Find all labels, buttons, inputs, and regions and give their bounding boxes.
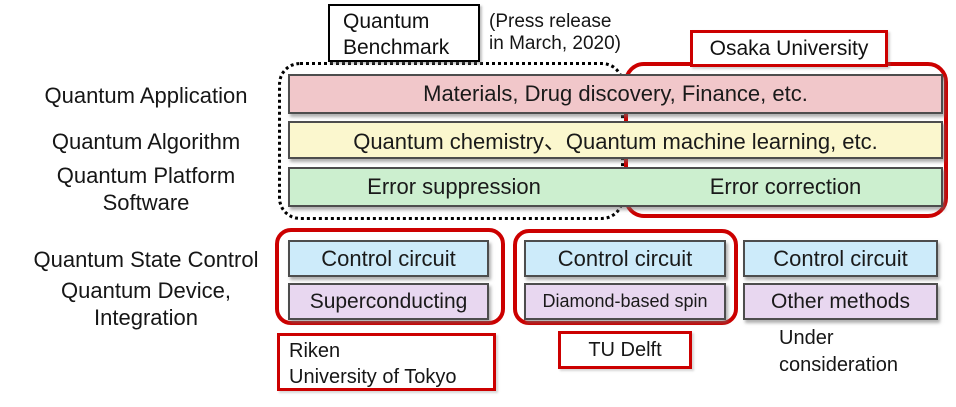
control-circuit-box-2: Control circuit <box>524 240 726 277</box>
error-correction-label: Error correction <box>709 174 862 199</box>
press-release-note: (Press release in March, 2020) <box>489 11 622 54</box>
error-suppression-label: Error suppression <box>367 174 541 199</box>
algorithm-bar: Quantum chemistry、Quantum machine learni… <box>288 121 943 159</box>
diamond-based-spin-box: Diamond-based spin <box>524 283 726 320</box>
diamond-spin-group <box>513 229 738 325</box>
riken-utokyo-caption-box: Riken University of Tokyo <box>277 333 496 391</box>
quantum-benchmark-box: Quantum Benchmark <box>328 4 480 62</box>
other-methods-box: Other methods <box>743 283 938 320</box>
control-circuit-box-3: Control circuit <box>743 240 938 277</box>
osaka-university-label-box: Osaka University <box>690 30 888 67</box>
platform-software-bar: Error suppression Error correction <box>288 167 943 207</box>
layer-label-quantum-state-control: Quantum State Control <box>33 247 259 272</box>
layer-label-quantum-application: Quantum Application <box>44 83 248 108</box>
layer-label-quantum-algorithm: Quantum Algorithm <box>51 129 241 154</box>
control-circuit-box-1: Control circuit <box>288 240 489 277</box>
superconducting-group <box>275 228 505 325</box>
superconducting-box: Superconducting <box>288 283 489 320</box>
layer-label-quantum-platform-software: Quantum Platform Software <box>56 163 236 215</box>
under-consideration-note: Under consideration <box>779 327 898 376</box>
layer-label-quantum-device-integration: Quantum Device, Integration <box>61 278 231 330</box>
tu-delft-caption-box: TU Delft <box>558 331 692 369</box>
application-bar: Materials, Drug discovery, Finance, etc. <box>288 74 943 114</box>
